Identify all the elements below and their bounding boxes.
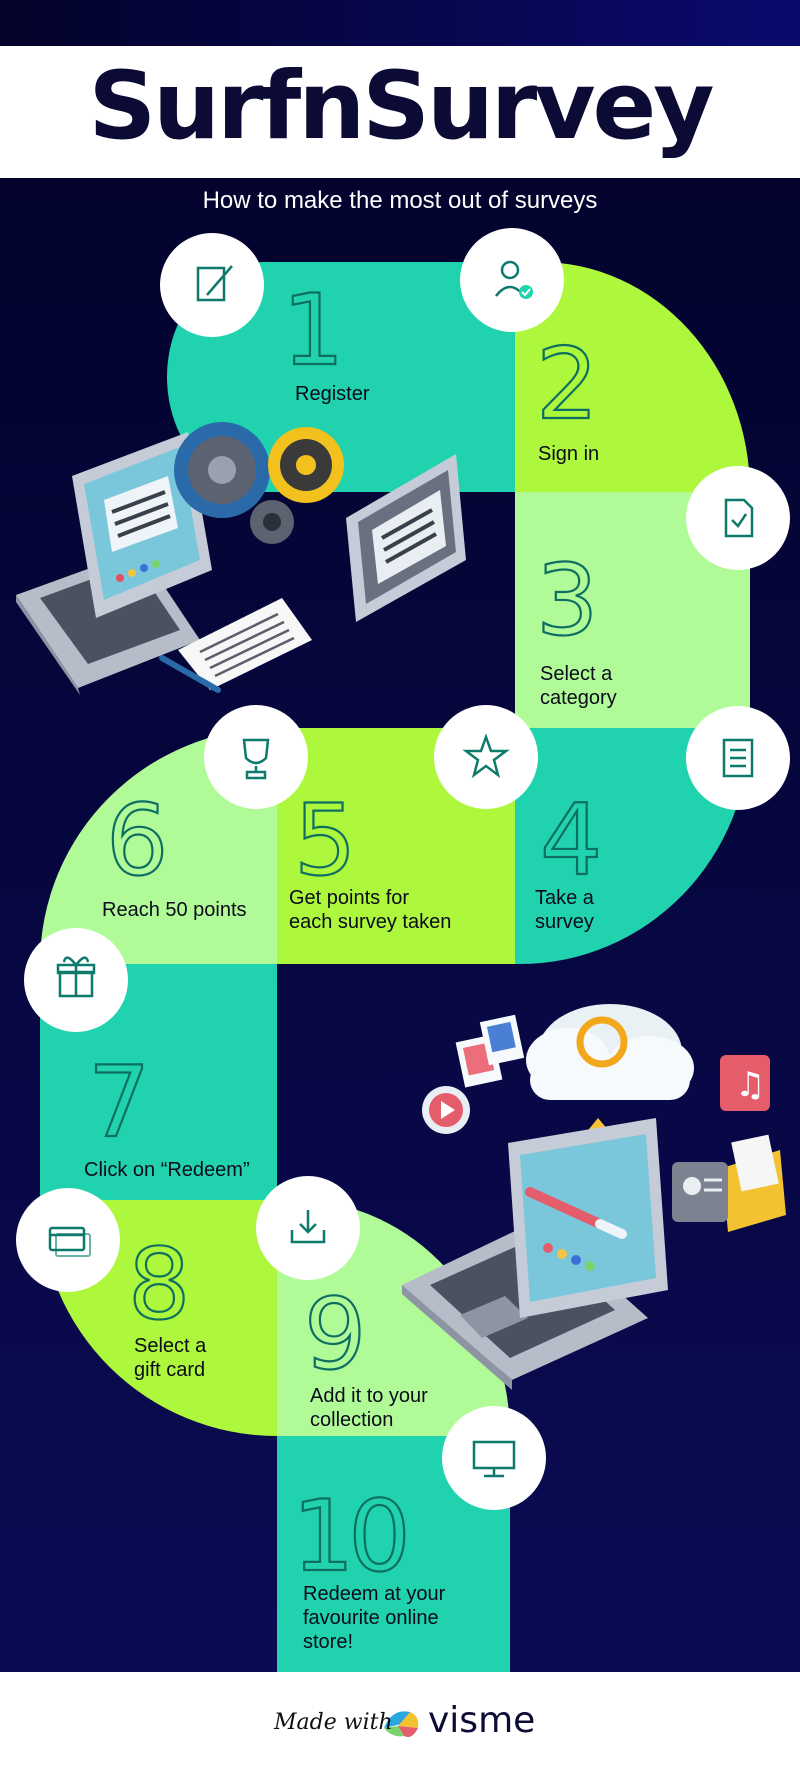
star-icon bbox=[434, 705, 538, 809]
monitor-icon bbox=[442, 1406, 546, 1510]
step-number-1: 1 bbox=[281, 274, 346, 388]
step-number-7: 7 bbox=[87, 1046, 152, 1160]
step-number-6: 6 bbox=[105, 784, 170, 898]
segment-step-4 bbox=[515, 728, 750, 964]
top-band bbox=[0, 0, 800, 46]
title-band bbox=[0, 46, 800, 178]
step-label-1: Register bbox=[295, 383, 370, 405]
step-number-9: 9 bbox=[303, 1278, 368, 1392]
step-label-5: Get points for each survey taken bbox=[289, 887, 452, 933]
page-subtitle: How to make the most out of surveys bbox=[202, 187, 598, 214]
trophy-icon bbox=[204, 705, 308, 809]
step-number-5: 5 bbox=[293, 784, 358, 898]
step-label-9: Add it to your collection bbox=[310, 1385, 428, 1431]
step-label-10: Redeem at your favourite online store! bbox=[303, 1583, 446, 1653]
step-label-3: Select a category bbox=[540, 663, 617, 709]
segment-step-2 bbox=[515, 262, 750, 492]
step-label-2: Sign in bbox=[538, 443, 600, 465]
brand-name[interactable]: visme bbox=[428, 1700, 536, 1741]
step-label-7: Click on “Redeem” bbox=[84, 1159, 250, 1181]
checklist-icon bbox=[686, 706, 790, 810]
laptop-cloud-illustration-bottom: ♫ bbox=[402, 1004, 786, 1390]
visme-logo-icon bbox=[384, 1711, 419, 1737]
step-number-10: 10 bbox=[291, 1480, 412, 1594]
credit-card-icon bbox=[16, 1188, 120, 1292]
download-tray-icon bbox=[256, 1176, 360, 1280]
step-number-4: 4 bbox=[539, 784, 604, 898]
step-number-3: 3 bbox=[535, 544, 600, 658]
made-with-text: Made with bbox=[274, 1710, 393, 1735]
step-label-8: Select a gift card bbox=[134, 1335, 207, 1381]
laptop-illustration-top bbox=[16, 422, 466, 695]
step-number-8: 8 bbox=[127, 1228, 192, 1342]
user-check-icon bbox=[460, 228, 564, 332]
step-label-4: Take a survey bbox=[535, 887, 594, 933]
page-title: SurfnSurvey bbox=[88, 52, 714, 161]
document-check-icon bbox=[686, 466, 790, 570]
edit-icon bbox=[160, 233, 264, 337]
gift-icon bbox=[24, 928, 128, 1032]
step-number-2: 2 bbox=[535, 328, 600, 442]
step-label-6: Reach 50 points bbox=[102, 899, 247, 921]
svg-text:♫: ♫ bbox=[735, 1065, 765, 1105]
